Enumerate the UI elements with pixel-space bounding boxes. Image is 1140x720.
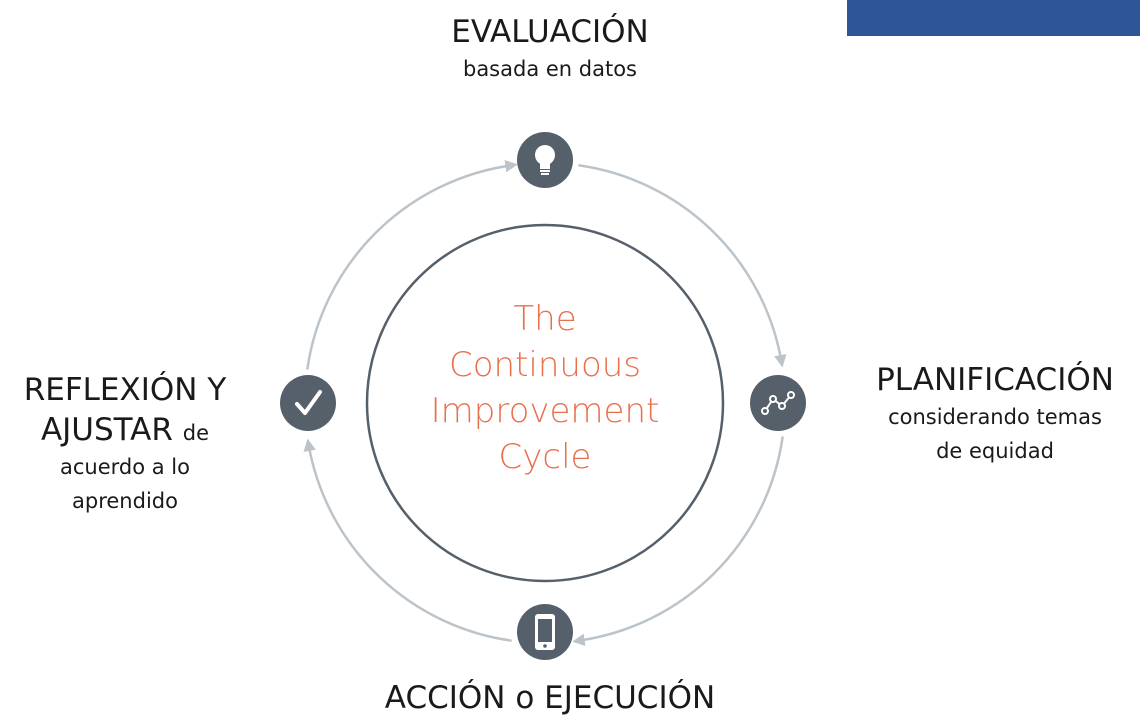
arc-action-to-reflection bbox=[303, 438, 512, 642]
arc-reflection-to-evaluation bbox=[306, 159, 518, 370]
label-reflection: REFLEXIÓN Y AJUSTAR de acuerdo a lo apre… bbox=[0, 370, 250, 518]
action-title: ACCIÓN o EJECUCIÓN bbox=[384, 680, 716, 716]
label-action: ACCIÓN o EJECUCIÓN bbox=[340, 678, 760, 718]
node-evaluation bbox=[517, 132, 573, 188]
label-planning: PLANIFICACIÓN considerando temas de equi… bbox=[830, 360, 1140, 468]
evaluation-title: EVALUACIÓN bbox=[451, 14, 649, 50]
checkmark-icon bbox=[295, 390, 322, 415]
reflection-subtitle-2: aprendido bbox=[72, 489, 178, 513]
evaluation-subtitle: basada en datos bbox=[462, 57, 637, 81]
node-action bbox=[517, 604, 573, 660]
node-reflection bbox=[280, 375, 336, 431]
smartphone-icon bbox=[535, 614, 555, 650]
planning-title: PLANIFICACIÓN bbox=[876, 362, 1114, 398]
label-evaluation: EVALUACIÓN basada en datos bbox=[380, 12, 720, 86]
inner-ring bbox=[365, 223, 725, 583]
node-planning bbox=[750, 375, 806, 431]
chart-nodes-icon bbox=[761, 391, 795, 415]
center-line-1: The bbox=[513, 299, 576, 339]
arc-evaluation-to-planning bbox=[578, 164, 787, 368]
reflection-title-1: REFLEXIÓN Y bbox=[23, 372, 227, 408]
lightbulb-icon bbox=[535, 145, 555, 175]
center-line-2: Continuous bbox=[449, 345, 641, 385]
reflection-title-suffix: de bbox=[182, 421, 210, 445]
arc-planning-to-action bbox=[572, 436, 784, 647]
planning-subtitle-2: de equidad bbox=[936, 439, 1054, 463]
reflection-title-2: AJUSTAR bbox=[40, 412, 173, 448]
center-line-4: Cycle bbox=[499, 437, 592, 477]
planning-subtitle-1: considerando temas bbox=[888, 405, 1102, 429]
reflection-subtitle-1: acuerdo a lo bbox=[60, 455, 190, 479]
center-line-3: Improvement bbox=[431, 391, 660, 431]
reflection-title-line-2: AJUSTAR de bbox=[0, 410, 250, 450]
cycle-arrows bbox=[303, 159, 787, 647]
accent-bar bbox=[847, 0, 1140, 36]
